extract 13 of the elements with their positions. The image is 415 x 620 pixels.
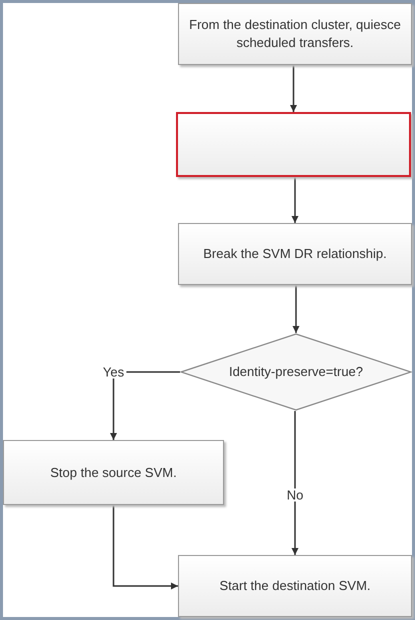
process-box: Stop the source SVM.	[3, 440, 224, 505]
arrow	[112, 505, 178, 590]
edge-label: No	[284, 488, 306, 502]
highlighted-empty-box	[176, 112, 411, 177]
process-box: Break the SVM DR relationship.	[178, 223, 412, 285]
edge-label: Yes	[100, 366, 126, 378]
arrow	[292, 177, 298, 223]
process-box: From the destination cluster, quiesce scheduled transfers.	[178, 3, 412, 65]
arrow	[290, 65, 297, 112]
arrow	[292, 411, 298, 555]
process-box: Start the destination SVM.	[178, 555, 412, 617]
arrow	[292, 285, 300, 333]
decision-text: Identity-preserve=true?	[228, 363, 364, 382]
